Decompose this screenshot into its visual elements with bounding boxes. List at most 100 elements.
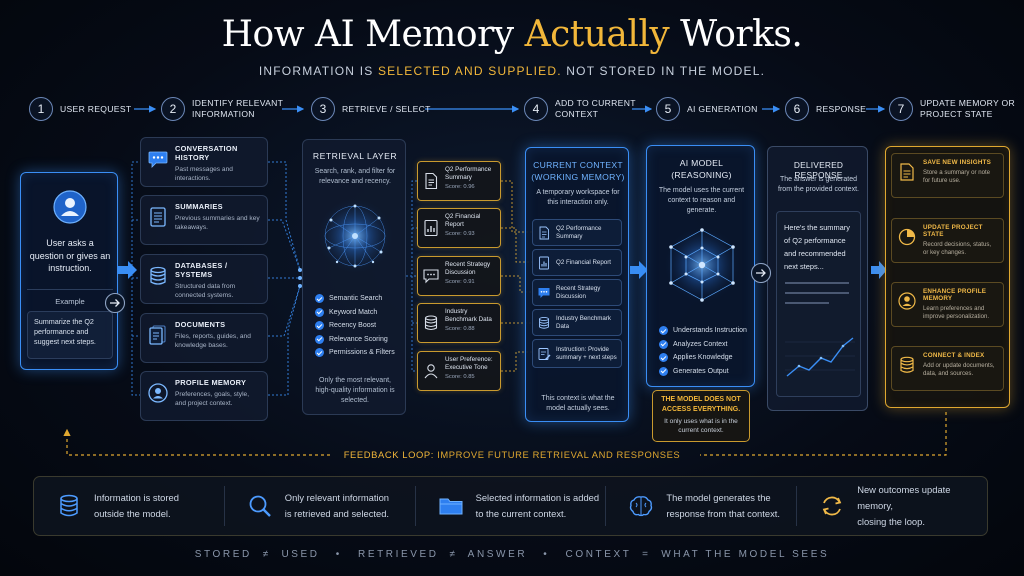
- model-warning-box: THE MODEL DOES NOT ACCESS EVERYTHING. It…: [652, 390, 750, 442]
- step-1: 1 USER REQUEST: [29, 96, 131, 122]
- note-icon: [900, 163, 914, 181]
- update-desc: Record decisions, status, or key changes…: [923, 241, 992, 257]
- update-title: SAVE NEW INSIGHTS: [923, 159, 992, 166]
- line-chart-icon: [785, 337, 855, 377]
- chat-icon: [423, 269, 439, 284]
- step-6: 6 RESPONSE: [785, 96, 866, 122]
- step-number: 6: [785, 97, 809, 121]
- context-item-label: Q2 Financial Report: [556, 258, 612, 266]
- step-label: USER REQUEST: [60, 103, 132, 114]
- chart-document-icon: [539, 256, 549, 269]
- check-icon: [315, 321, 324, 331]
- model-title: AI MODEL (REASONING): [671, 158, 732, 180]
- summary-item: Information is stored outside the model.: [34, 486, 225, 526]
- footer-tagline: STORED ≠ USED • RETRIEVED ≠ ANSWER • CON…: [194, 549, 830, 560]
- text-line: [785, 292, 849, 294]
- result-title: Q2 Performance Summary: [445, 166, 492, 182]
- step-label: RESPONSE: [816, 103, 867, 114]
- check-icon: [315, 294, 324, 304]
- retrieval-checks: Semantic Search Keyword Match Recency Bo…: [315, 292, 405, 360]
- source-title: SUMMARIES: [175, 202, 223, 211]
- search-icon: [249, 495, 271, 517]
- retrieval-layer-panel: RETRIEVAL LAYER Search, rank, and filter…: [302, 139, 406, 415]
- summary-text: Only relevant information is retrieved a…: [284, 492, 390, 519]
- response-title: DELIVERED RESPONSE: [793, 160, 844, 180]
- check-item: Understands Instruction: [659, 324, 753, 338]
- document-icon: [425, 172, 438, 190]
- result-title: Recent Strategy Discussion: [445, 261, 491, 277]
- response-text: Here's the summary of Q2 performance and…: [784, 223, 850, 271]
- source-title: DOCUMENTS: [175, 320, 226, 329]
- ai-model-panel: AI MODEL (REASONING) The model uses the …: [646, 145, 755, 387]
- check-icon: [315, 348, 324, 358]
- check-icon: [659, 339, 668, 349]
- user-profile-icon: [898, 292, 916, 310]
- check-icon: [659, 353, 668, 363]
- document-icon: [539, 226, 549, 239]
- source-desc: Preferences, goals, style, and project c…: [175, 391, 250, 407]
- step-label: RETRIEVE / SELECT: [342, 103, 431, 114]
- page-subtitle: INFORMATION IS SELECTED AND SUPPLIED. NO…: [258, 64, 766, 78]
- check-item: Applies Knowledge: [659, 351, 753, 365]
- source-desc: Structured data from connected systems.: [175, 283, 236, 299]
- source-desc: Previous summaries and key takeaways.: [175, 215, 260, 231]
- arrow-circle-icon: [750, 262, 772, 284]
- result-score: Score: 0.88: [445, 326, 475, 333]
- step-3: 3 RETRIEVE / SELECT: [311, 96, 431, 122]
- update-title: ENHANCE PROFILE MEMORY: [923, 288, 987, 302]
- summary-text: Selected information is added to the cur…: [475, 492, 600, 519]
- warning-title: THE MODEL DOES NOT ACCESS EVERYTHING.: [661, 396, 741, 413]
- check-icon: [315, 307, 324, 317]
- user-icon: [53, 190, 87, 224]
- user-request-text: User asks a question or gives an instruc…: [29, 238, 111, 273]
- chat-icon: [148, 151, 168, 168]
- summary-item: Selected information is added to the cur…: [416, 486, 607, 526]
- summary-text: Information is stored outside the model.: [94, 492, 179, 519]
- update-card: UPDATE PROJECT STATE Record decisions, st…: [891, 218, 1004, 263]
- result-score: Score: 0.93: [445, 231, 475, 238]
- context-desc: A temporary workspace for this interacti…: [536, 189, 620, 206]
- text-line: [785, 282, 849, 284]
- user-icon: [424, 364, 438, 379]
- result-score: Score: 0.85: [445, 374, 475, 381]
- source-title: PROFILE MEMORY: [175, 378, 247, 387]
- context-note: This context is what the model actually …: [541, 395, 615, 412]
- summary-bar: Information is stored outside the model.…: [33, 476, 988, 536]
- update-desc: Add or update documents, data, and sourc…: [923, 362, 995, 378]
- context-item: Industry Benchmark Data: [532, 309, 622, 336]
- retrieval-title: RETRIEVAL LAYER: [312, 151, 398, 161]
- refresh-icon: [822, 496, 842, 516]
- result-score: Score: 0.91: [445, 279, 475, 286]
- result-title: Q2 Financial Report: [445, 213, 481, 229]
- context-title: CURRENT CONTEXT (WORKING MEMORY): [531, 160, 625, 182]
- user-profile-icon: [148, 383, 168, 403]
- source-summaries: SUMMARIES Previous summaries and key take…: [140, 195, 268, 245]
- edit-note-icon: [538, 347, 551, 360]
- check-item: Generates Output: [659, 365, 753, 379]
- text-line: [785, 302, 829, 304]
- page-title: How AI Memory Actually Works.: [221, 14, 803, 55]
- step-number: 7: [889, 97, 913, 121]
- check-item: Analyzes Context: [659, 338, 753, 352]
- feedback-loop-label: FEEDBACK LOOP: IMPROVE FUTURE RETRIEVAL …: [343, 449, 681, 460]
- source-title: CONVERSATION HISTORY: [175, 144, 238, 162]
- context-item-label: Recent Strategy Discussion: [556, 284, 601, 300]
- step-number: 2: [161, 97, 185, 121]
- context-item: Recent Strategy Discussion: [532, 279, 622, 306]
- document-lines-icon: [150, 207, 166, 227]
- step-number: 3: [311, 97, 335, 121]
- user-request-panel: User asks a question or gives an instruc…: [20, 172, 118, 370]
- update-title: UPDATE PROJECT STATE: [923, 224, 983, 238]
- check-item: Recency Boost: [315, 319, 405, 333]
- check-item: Relevance Scoring: [315, 333, 405, 347]
